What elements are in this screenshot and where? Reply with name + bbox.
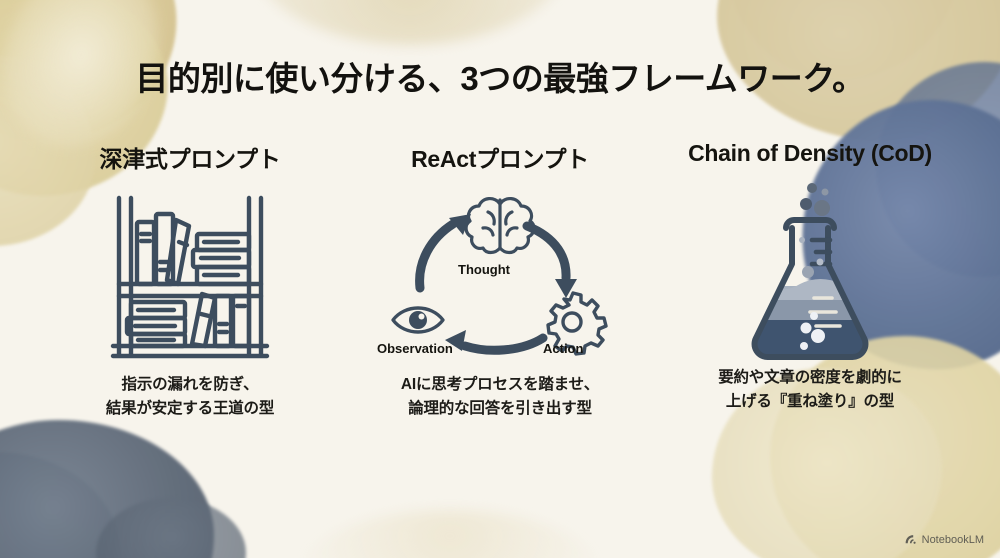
- flask-bubbles-rising: [799, 182, 830, 278]
- framework-title-cod: Chain of Density (CoD): [688, 140, 932, 166]
- react-cycle-icon-container: Thought Action Observation: [375, 178, 625, 373]
- cycle-label-thought: Thought: [458, 261, 510, 277]
- react-cycle-icon: [391, 196, 608, 356]
- gear-icon: [546, 290, 608, 356]
- framework-columns: 深津式プロンプト: [40, 140, 960, 421]
- flask-icon-container: [730, 171, 890, 366]
- caption-line-1: 指示の漏れを防ぎ、: [121, 376, 259, 393]
- arrow-observation-to-thought: [415, 213, 471, 292]
- eye-icon: [391, 305, 445, 334]
- flask-rim: [783, 216, 837, 231]
- notebooklm-watermark: NotebookLM: [904, 533, 984, 546]
- caption-line-1: 要約や文章の密度を劇的に: [718, 369, 902, 386]
- caption-line-2: 論理的な回答を引き出す型: [408, 400, 592, 418]
- bookshelf-icon-container: [97, 178, 283, 373]
- caption-line-1: AIに思考プロセスを踏ませ、: [400, 376, 600, 393]
- cycle-label-action: Action: [543, 340, 584, 356]
- bookshelf-icon: [110, 195, 270, 358]
- brain-icon: [464, 196, 536, 254]
- flask-body-graduations: [808, 295, 842, 328]
- notebooklm-label: NotebookLM: [921, 533, 984, 546]
- arrow-thought-to-action: [522, 221, 577, 298]
- caption-line-2: 結果が安定する王道の型: [105, 400, 275, 418]
- notebooklm-icon: [905, 535, 916, 544]
- framework-card-fukatsu: 深津式プロンプト: [40, 140, 340, 421]
- flask-icon: [751, 182, 869, 360]
- framework-title-react: ReActプロンプト: [411, 146, 589, 172]
- framework-title-fukatsu: 深津式プロンプト: [99, 146, 281, 172]
- framework-caption-fukatsu: 指示の漏れを防ぎ、 結果が安定する王道の型: [105, 373, 275, 421]
- framework-card-cod: Chain of Density (CoD): [660, 140, 960, 414]
- cycle-label-observation: Observation: [377, 340, 453, 356]
- page-title: 目的別に使い分ける、3つの最強フレームワーク。: [135, 60, 865, 97]
- caption-line-2: 上げる『重ね塗り』の型: [725, 393, 895, 411]
- arrow-action-to-observation: [445, 329, 548, 355]
- flask-outline: [751, 224, 869, 360]
- react-cycle-diagram: Thought Action Observation: [375, 186, 625, 366]
- flask-bubbles-inner: [800, 311, 825, 350]
- framework-caption-cod: 要約や文章の密度を劇的に 上げる『重ね塗り』の型: [718, 366, 902, 414]
- framework-caption-react: AIに思考プロセスを踏ませ、 論理的な回答を引き出す型: [401, 373, 599, 421]
- framework-card-react: ReActプロンプト: [350, 140, 650, 421]
